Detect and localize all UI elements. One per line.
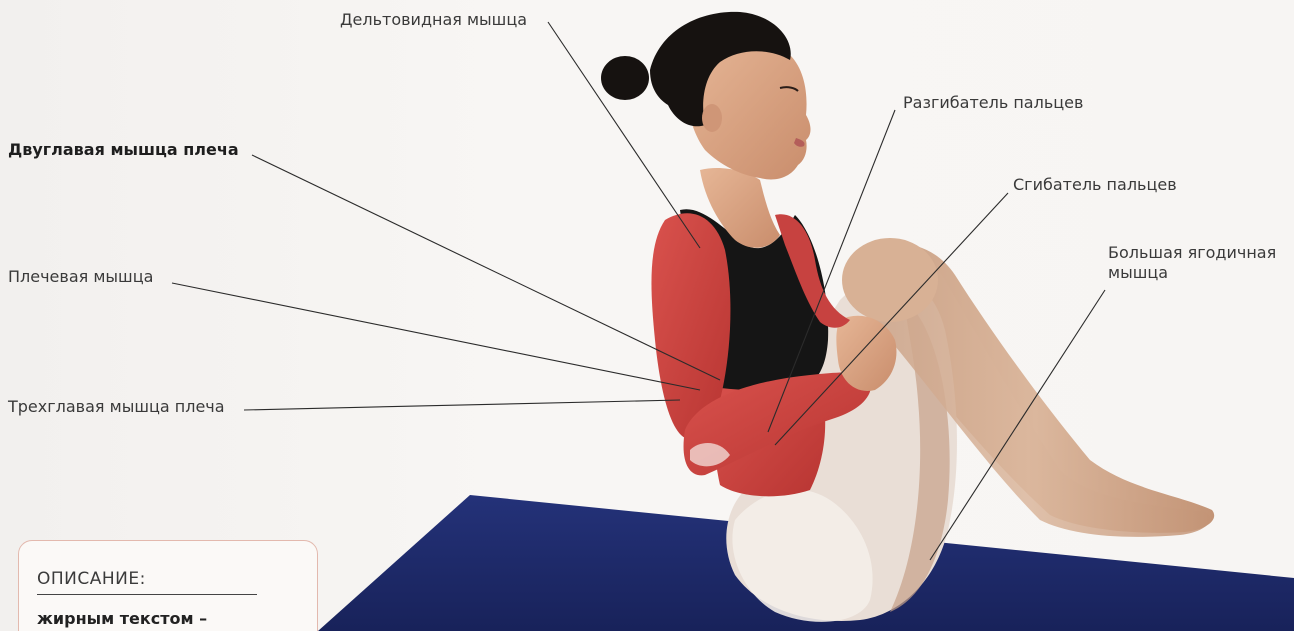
label-gluteus: Большая ягодичная мышца — [1108, 243, 1283, 283]
leader-triceps — [244, 400, 680, 410]
label-flexor: Сгибатель пальцев — [1013, 175, 1177, 195]
hair-bun — [601, 56, 649, 100]
label-biceps: Двуглавая мышца плеча — [8, 140, 239, 160]
leader-brachialis — [172, 283, 700, 390]
knee — [842, 238, 938, 322]
label-deltoid: Дельтовидная мышца — [340, 10, 527, 30]
legend-bold-description: жирным текстом – — [37, 609, 207, 628]
legend-title: ОПИСАНИЕ: — [37, 569, 146, 589]
label-brachialis: Плечевая мышца — [8, 267, 153, 287]
legend-box: ОПИСАНИЕ: жирным текстом – — [18, 540, 318, 631]
legend-divider — [37, 594, 257, 595]
label-extensor: Разгибатель пальцев — [903, 93, 1083, 113]
ear — [702, 104, 722, 132]
label-triceps: Трехглавая мышца плеча — [8, 397, 225, 417]
